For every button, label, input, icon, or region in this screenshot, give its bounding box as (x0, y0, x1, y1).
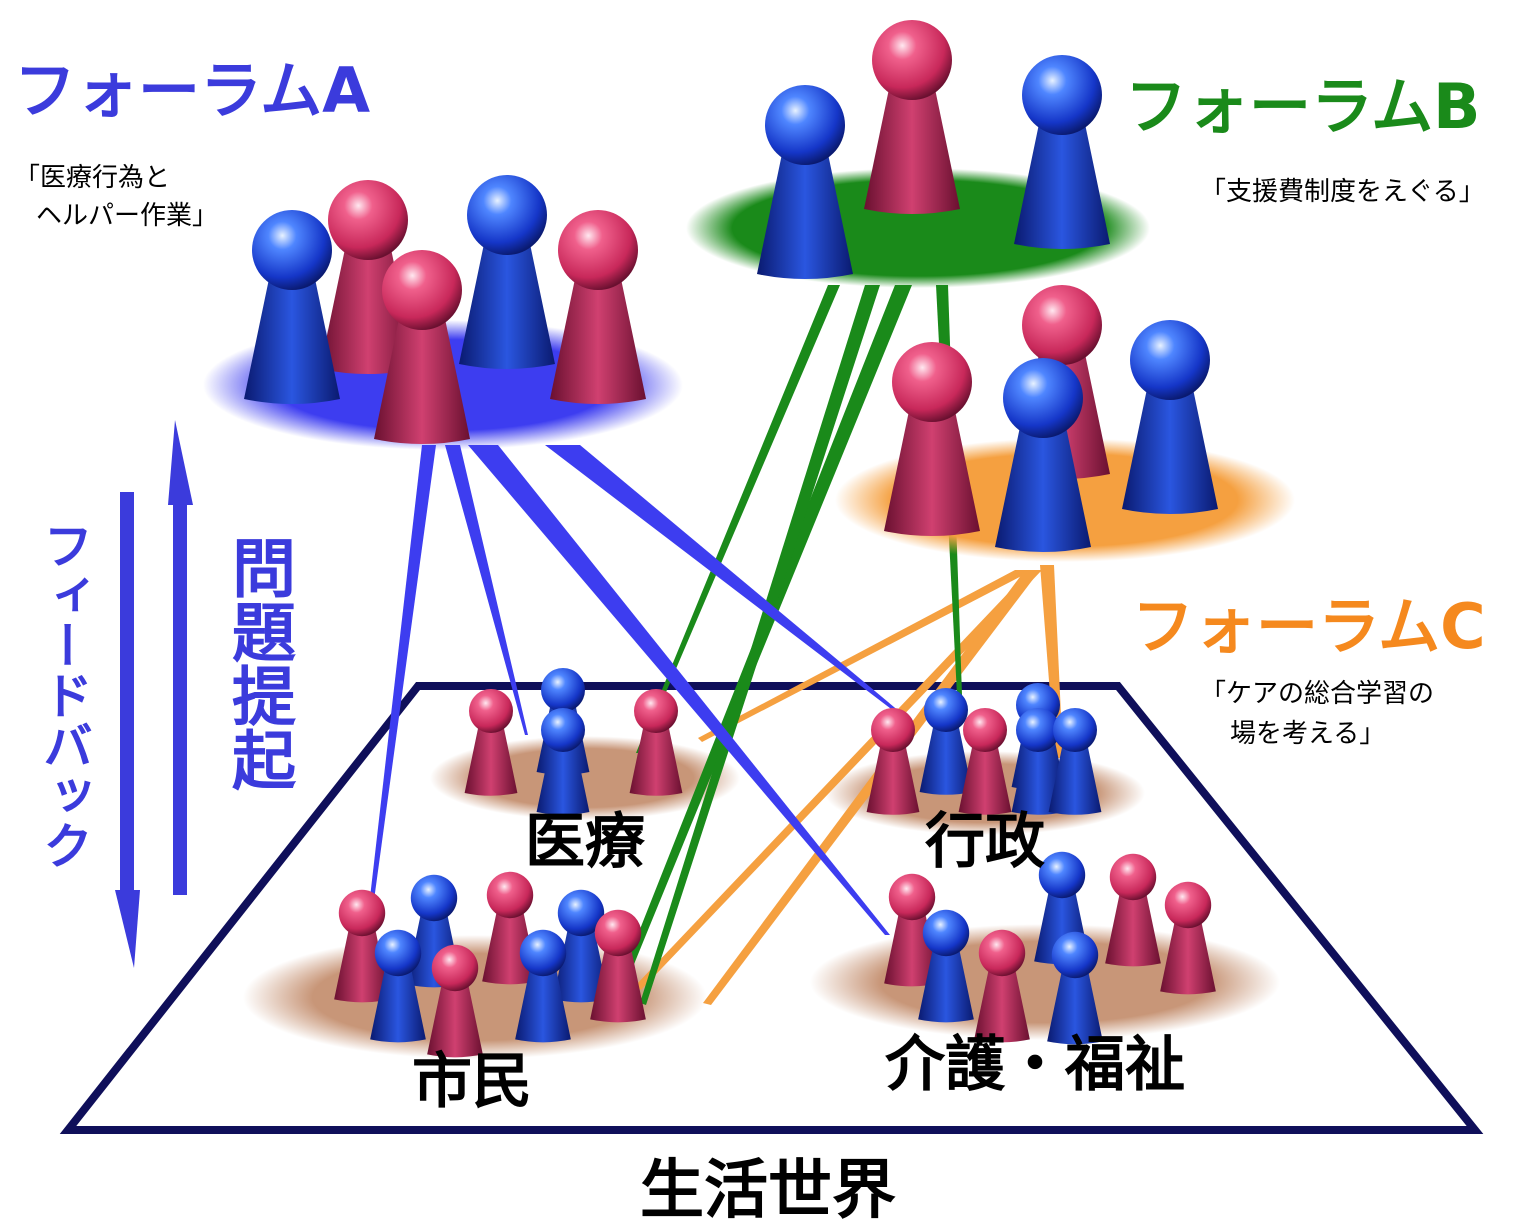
blue-piece (1014, 55, 1110, 249)
blue-piece (244, 210, 340, 404)
connection-line (703, 570, 1040, 1005)
forum-a-title: フォーラムA (14, 54, 370, 127)
red-piece (974, 929, 1030, 1043)
forum-a-connections (368, 445, 900, 935)
red-piece (629, 689, 683, 796)
red-piece (590, 909, 646, 1023)
area-label-care-welfare: 介護・福祉 (885, 1030, 1185, 1100)
feedback-label: フィードバック (35, 520, 93, 870)
forum-c-subtitle-line2: 場を考える」 (1230, 719, 1385, 749)
blue-piece (919, 688, 973, 795)
connection-line (545, 445, 900, 712)
red-piece (334, 889, 390, 1003)
connection-line (368, 445, 436, 915)
blue-piece (459, 175, 555, 369)
red-piece (427, 944, 483, 1058)
connection-line (698, 570, 1033, 742)
blue-piece (1047, 931, 1103, 1045)
problem-arrow (168, 420, 193, 895)
area-label-citizens: 市民 (412, 1047, 532, 1117)
red-piece (1105, 853, 1161, 967)
forum-b-title: フォーラムB (1125, 70, 1480, 143)
blue-piece (757, 85, 853, 279)
area-label-administration: 行政 (925, 807, 1045, 877)
blue-piece (515, 929, 571, 1043)
forum-c-subtitle-line1: 「ケアの総合学習の (1200, 679, 1434, 709)
blue-piece (553, 889, 609, 1003)
blue-piece (995, 358, 1091, 552)
red-piece (482, 871, 538, 985)
connection-line (636, 285, 840, 753)
blue-piece (1048, 708, 1102, 815)
forum-c-connections (635, 565, 1063, 1005)
blue-piece (536, 708, 590, 815)
red-piece (864, 20, 960, 214)
red-piece (1160, 881, 1216, 995)
red-piece (374, 250, 470, 444)
connection-line (445, 445, 528, 735)
forum-b-subtitle: 「支援費制度をえぐる」 (1200, 177, 1485, 207)
feedback-arrow (115, 492, 140, 968)
red-piece (884, 342, 980, 536)
problem-label: 問題提起 (221, 535, 296, 791)
red-piece (884, 873, 940, 987)
connection-line (640, 285, 880, 1005)
blue-piece (370, 929, 426, 1043)
blue-piece (1011, 708, 1065, 815)
living-world-label: 生活世界 (640, 1154, 896, 1227)
connection-line (468, 445, 890, 935)
connection-line (635, 570, 1042, 990)
participant-pieces (244, 20, 1218, 1058)
forum-c-title: フォーラムC (1132, 590, 1486, 663)
blue-piece (1122, 320, 1218, 514)
red-piece (866, 708, 920, 815)
forum-a-subtitle-line1: 「医療行為と (14, 163, 170, 193)
area-label-medical: 医療 (525, 807, 645, 877)
forum-a-subtitle-line2: ヘルパー作業」 (36, 201, 218, 231)
blue-piece (918, 909, 974, 1023)
red-piece (464, 689, 518, 796)
red-piece (550, 210, 646, 404)
red-piece (958, 708, 1012, 815)
